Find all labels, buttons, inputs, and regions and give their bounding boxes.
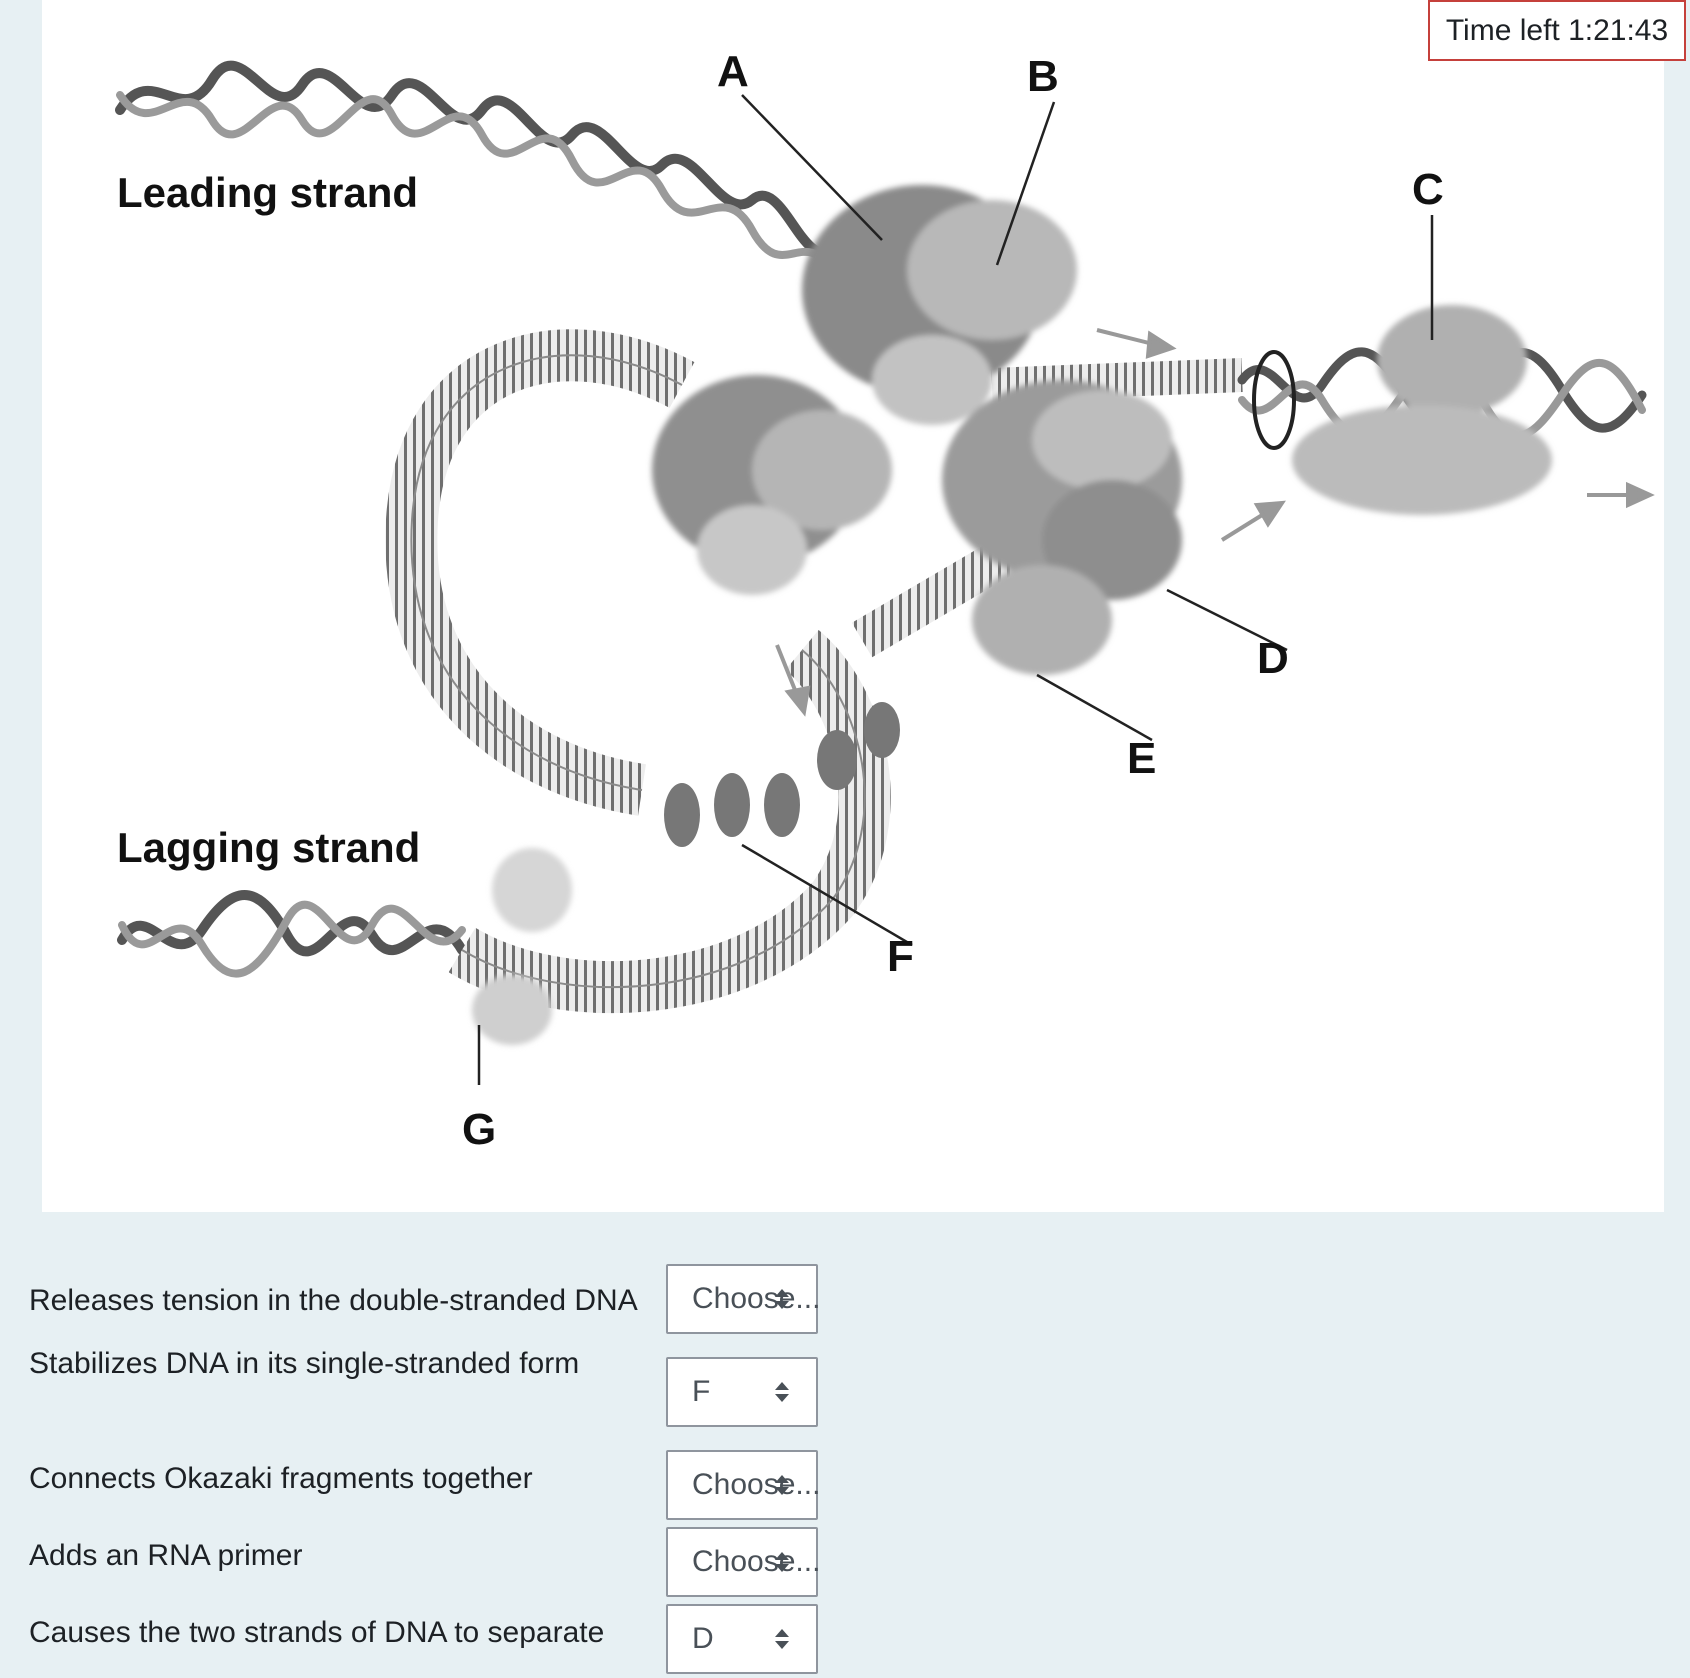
match-select-3-value: Choose... <box>692 1468 821 1501</box>
match-select-1-value: Choose... <box>692 1282 821 1315</box>
label-g: G <box>462 1105 497 1154</box>
match-select-2-value: F <box>692 1375 711 1408</box>
dna-replication-diagram <box>115 60 1655 1085</box>
label-a: A <box>717 47 749 96</box>
quiz-timer: Time left 1:21:43 <box>1428 0 1686 61</box>
okazaki-primers <box>664 702 900 847</box>
match-select-1[interactable]: Choose... <box>666 1264 821 1334</box>
label-f: F <box>887 932 914 981</box>
label-e: E <box>1127 734 1157 783</box>
match-prompt-4: Adds an RNA primer <box>29 1539 303 1572</box>
leading-strand-helix <box>115 60 837 274</box>
match-select-4-value: Choose... <box>692 1545 821 1578</box>
match-prompt-2: Stabilizes DNA in its single-stranded fo… <box>29 1347 580 1380</box>
direction-arrows <box>775 328 1655 717</box>
match-prompt-3: Connects Okazaki fragments together <box>29 1462 533 1495</box>
leading-strand-label: Leading strand <box>117 169 419 216</box>
lagging-strand-helix <box>117 890 467 978</box>
select-arrows-icon <box>775 1382 789 1402</box>
select-arrows-icon <box>775 1629 789 1649</box>
label-c: C <box>1412 165 1444 214</box>
protein-complexes <box>472 185 1552 1045</box>
lagging-strand-label: Lagging strand <box>117 824 421 871</box>
match-select-5[interactable]: D <box>666 1604 818 1674</box>
question-diagram-panel: Leading strand Lagging strand A B C D E … <box>42 0 1664 1212</box>
match-select-2[interactable]: F <box>666 1357 818 1427</box>
match-select-5-value: D <box>692 1622 714 1655</box>
label-leader-lines <box>477 94 1434 1085</box>
match-prompt-5: Causes the two strands of DNA to separat… <box>29 1616 605 1649</box>
label-d: D <box>1257 634 1289 683</box>
select-arrows-icon <box>775 1289 789 1309</box>
label-b: B <box>1027 52 1059 101</box>
select-arrows-icon <box>775 1475 789 1495</box>
match-select-3[interactable]: Choose... <box>666 1450 821 1520</box>
match-prompt-1: Releases tension in the double-stranded … <box>29 1284 638 1317</box>
select-arrows-icon <box>775 1552 789 1572</box>
match-select-4[interactable]: Choose... <box>666 1527 821 1597</box>
